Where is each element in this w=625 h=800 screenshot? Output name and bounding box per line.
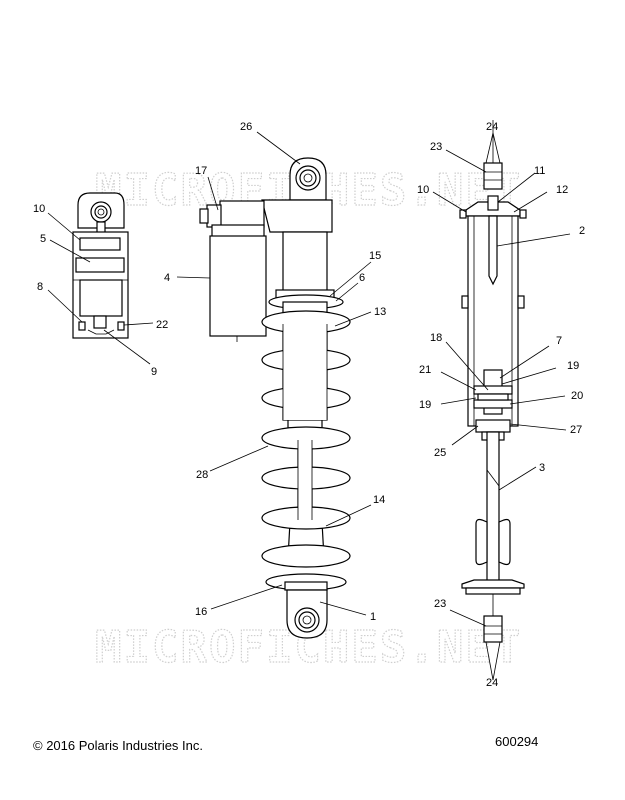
callout-27: 27 <box>570 424 582 436</box>
copyright-notice: © 2016 Polaris Industries Inc. <box>33 738 203 753</box>
callout-22: 22 <box>156 319 168 331</box>
diagram-number: 600294 <box>495 734 539 749</box>
callout-25: 25 <box>434 447 446 459</box>
callout-19-left: 19 <box>419 399 431 411</box>
callout-17: 17 <box>195 165 207 177</box>
callout-28: 28 <box>196 469 208 481</box>
callout-19-right: 19 <box>567 360 579 372</box>
callout-2: 2 <box>579 225 585 237</box>
callout-23-bottom: 23 <box>434 598 446 610</box>
callout-14: 14 <box>373 494 385 506</box>
leader-lines <box>47 131 571 681</box>
callout-8: 8 <box>37 281 43 293</box>
callout-10-right: 10 <box>417 184 429 196</box>
callout-1: 1 <box>370 611 376 623</box>
callout-12: 12 <box>556 184 568 196</box>
callout-3: 3 <box>539 462 545 474</box>
callout-21: 21 <box>419 364 431 376</box>
coil-spring <box>261 310 351 568</box>
callout-24-top: 24 <box>486 121 498 133</box>
callout-18: 18 <box>430 332 442 344</box>
callout-20: 20 <box>571 390 583 402</box>
callout-labels: 10 5 8 22 9 26 17 4 15 6 13 28 14 16 1 2… <box>33 121 585 689</box>
callout-26: 26 <box>240 121 252 133</box>
callout-13: 13 <box>374 306 386 318</box>
callout-5: 5 <box>40 233 46 245</box>
callout-15: 15 <box>369 250 381 262</box>
callout-24-bottom: 24 <box>486 677 498 689</box>
reservoir-cap-detail <box>72 192 129 339</box>
callout-16: 16 <box>195 606 207 618</box>
callout-7: 7 <box>556 335 562 347</box>
callout-6: 6 <box>359 272 365 284</box>
callout-4: 4 <box>164 272 170 284</box>
callout-10-left: 10 <box>33 203 45 215</box>
callout-9: 9 <box>151 366 157 378</box>
callout-11: 11 <box>534 165 545 177</box>
callout-23-top: 23 <box>430 141 442 153</box>
shock-cross-section <box>459 120 527 643</box>
assembled-shock <box>199 157 351 639</box>
